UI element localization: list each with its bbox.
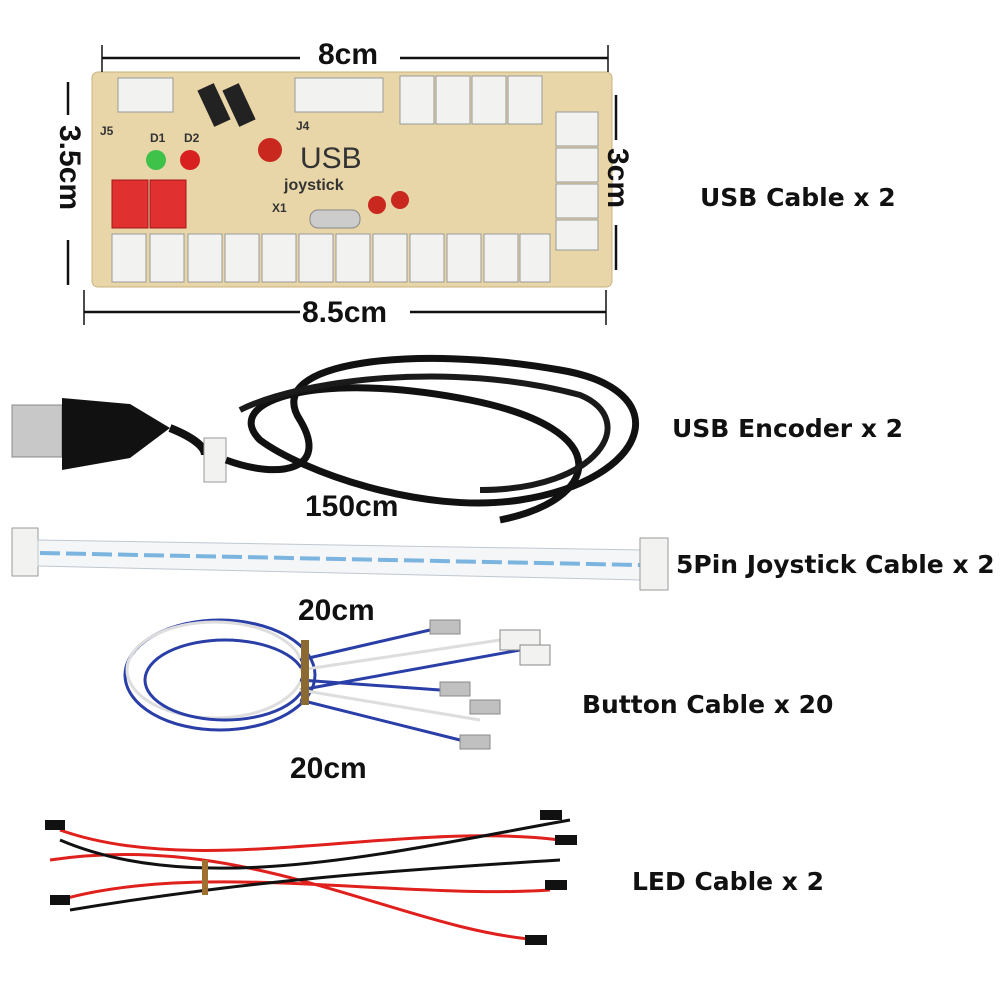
silk-d2: D2 bbox=[184, 131, 200, 145]
usb-cable-label: USB Cable x 2 bbox=[700, 183, 896, 212]
silk-d1: D1 bbox=[150, 131, 166, 145]
usb-encoder-label: USB Encoder x 2 bbox=[672, 414, 904, 443]
silk-j4: J4 bbox=[296, 119, 310, 133]
silk-usb: USB bbox=[300, 142, 362, 175]
button-cable-bundle bbox=[123, 618, 551, 750]
dimension-lines bbox=[66, 45, 618, 325]
usb-cable-length: 150cm bbox=[305, 490, 399, 523]
usb-cable bbox=[11, 354, 640, 524]
button-cable-length: 20cm bbox=[290, 752, 367, 785]
dim-width-bottom: 8.5cm bbox=[302, 296, 388, 329]
joystick-cable-label: 5Pin Joystick Cable x 2 bbox=[676, 550, 995, 579]
silk-j5: J5 bbox=[100, 124, 114, 138]
joystick-ribbon-cable bbox=[11, 527, 669, 591]
joystick-cable-length: 20cm bbox=[298, 594, 375, 627]
dim-height-right: 3cm bbox=[601, 148, 634, 209]
silk-joystick: joystick bbox=[283, 177, 344, 194]
led-cable-label: LED Cable x 2 bbox=[632, 867, 825, 896]
dim-height-left: 3.5cm bbox=[53, 125, 86, 211]
pcb-board bbox=[91, 71, 613, 288]
dim-width-top: 8cm bbox=[318, 38, 379, 71]
led-cable-bundle bbox=[45, 810, 577, 945]
button-cable-label: Button Cable x 20 bbox=[582, 690, 834, 719]
silk-x1: X1 bbox=[272, 201, 287, 215]
